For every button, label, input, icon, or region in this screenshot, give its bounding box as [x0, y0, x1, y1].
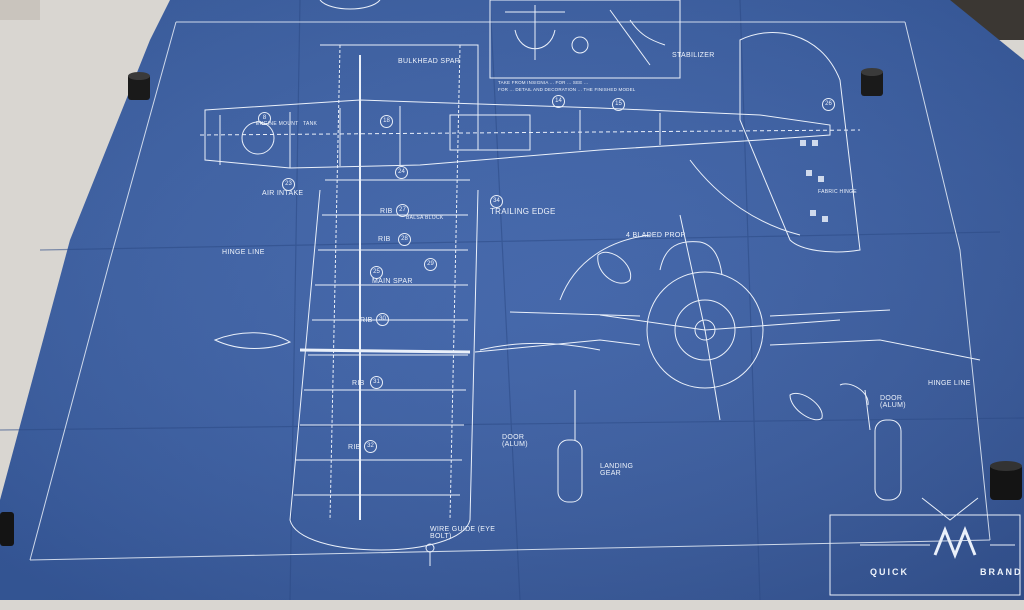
part-number: 31	[370, 376, 383, 389]
logo-rays	[921, 497, 979, 521]
wing-spars	[329, 44, 461, 521]
line-work	[199, 0, 1021, 596]
label-balsa-block: BALSA BLOCK	[406, 215, 444, 221]
wheel-right	[874, 419, 902, 501]
weight-bottom-right	[990, 461, 1022, 500]
label-rib-31: RIB	[352, 380, 365, 387]
part-number: 25	[370, 266, 383, 279]
top-inset-frame	[489, 0, 681, 79]
propeller-blades	[599, 214, 841, 421]
part-number: 30	[376, 313, 389, 326]
wing-cross-member	[299, 348, 471, 354]
weight-top-left	[128, 72, 150, 100]
weights	[0, 68, 1022, 546]
part-number: 8	[258, 112, 271, 125]
label-wire-guide: WIRE GUIDE (EYE BOLT)	[430, 526, 496, 540]
part-number: 32	[364, 440, 377, 453]
part-number: 28	[398, 233, 411, 246]
label-door-center: DOOR (ALUM)	[502, 434, 528, 448]
logo-mark	[933, 525, 977, 560]
label-bulkhead-spar: BULKHEAD SPAR	[398, 58, 461, 65]
rudder-checker	[800, 140, 828, 222]
label-rib-28: RIB	[378, 236, 391, 243]
part-number: 27	[396, 204, 409, 217]
aileron-part	[479, 342, 601, 351]
part-number: 18	[380, 115, 393, 128]
insignia-circle	[571, 36, 589, 54]
label-four-bladed-prop: 4 BLADED PROP	[626, 232, 686, 239]
label-hinge-line-right: HINGE LINE	[928, 380, 971, 387]
title-block	[829, 514, 1021, 596]
tail-stabilizer-edge	[689, 159, 801, 236]
logo-word-right: BRAND	[980, 567, 1023, 577]
label-engine-mount: ENGINE MOUNT	[256, 121, 299, 127]
weight-top-right	[861, 68, 883, 96]
part-number: 26	[822, 98, 835, 111]
cowl-front-view	[646, 271, 764, 389]
label-trailing-edge: TRAILING EDGE	[490, 207, 556, 216]
part-number: 29	[424, 258, 437, 271]
background-wall	[0, 0, 40, 20]
thrust-line	[199, 129, 861, 136]
side-view-small	[609, 9, 666, 66]
prop-arc	[559, 234, 651, 301]
label-rib-30: RIB	[360, 317, 373, 324]
note-line-2: FOR ... DETAIL AND DECORATION ... THE FI…	[498, 87, 636, 92]
label-door-right: DOOR (ALUM)	[880, 395, 906, 409]
label-tank: TANK	[303, 121, 318, 127]
label-landing-gear: LANDING GEAR	[600, 463, 634, 477]
gear-door-right	[839, 383, 869, 406]
wheel-fairing-right	[789, 392, 823, 421]
fuselage-formers	[219, 106, 661, 168]
label-air-intake: AIR INTAKE	[262, 190, 304, 197]
part-number: 34	[490, 195, 503, 208]
wheel-fairing-left	[597, 252, 632, 284]
drop-tank	[213, 332, 292, 349]
note-line-1: TAKE FROM INSIGNIA ... FOR ... SEE ...	[498, 80, 589, 85]
part-number: 14	[552, 95, 565, 108]
label-rib-32: RIB	[348, 444, 361, 451]
label-stabilizer: STABILIZER	[672, 52, 715, 59]
label-hinge-line-left: HINGE LINE	[222, 249, 265, 256]
tail-planform	[739, 32, 861, 253]
gear-strut-right	[864, 389, 871, 431]
weight-bottom-left	[0, 512, 14, 546]
logo-word-left: QUICK	[870, 567, 909, 577]
part-number: 15	[612, 98, 625, 111]
spinner-front-view	[694, 319, 716, 341]
engine-front-view	[674, 299, 736, 361]
front-view-small	[505, 5, 565, 60]
label-fabric-hinge: FABRIC HINGE	[818, 189, 857, 195]
part-number: 23	[282, 178, 295, 191]
label-rib-27: RIB	[380, 208, 393, 215]
engine-cowl	[241, 121, 275, 155]
canopy-front	[659, 241, 723, 276]
wing-front-view	[509, 309, 891, 317]
gull-wing-lower	[474, 339, 981, 361]
part-number: 24	[395, 166, 408, 179]
label-main-spar: MAIN SPAR	[372, 278, 413, 285]
top-wheel-view	[319, 0, 381, 10]
wing-ribs	[294, 179, 470, 496]
wheel-center	[557, 439, 583, 503]
